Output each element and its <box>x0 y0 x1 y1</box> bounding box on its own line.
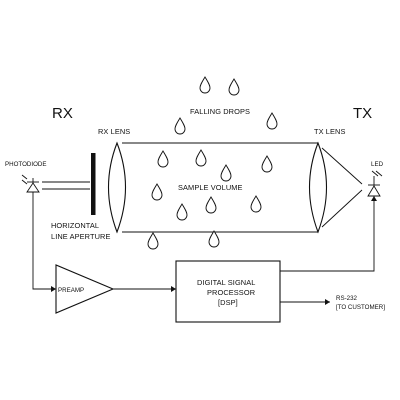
raindrop-icon <box>266 112 278 130</box>
output-label-line1: RS-232 <box>336 295 358 302</box>
raindrop-icon <box>151 183 163 201</box>
arrow-icon <box>371 196 377 201</box>
dsp-label-line3: [DSP] <box>218 298 238 307</box>
photodiode-to-preamp-wire <box>32 192 56 290</box>
falling-drops <box>147 76 278 250</box>
raindrop-icon <box>228 78 240 96</box>
tx-lens-label: TX LENS <box>314 127 346 136</box>
arrow-icon <box>51 286 56 292</box>
tx-cone-upper <box>321 147 363 185</box>
photodiode-label: PHOTODIODE <box>5 161 47 168</box>
tx-label: TX <box>353 105 372 122</box>
raindrop-icon <box>195 149 207 167</box>
arrow-icon <box>325 299 330 305</box>
sample-volume-label: SAMPLE VOLUME <box>178 183 243 192</box>
aperture-label-line2: LINE APERTURE <box>51 232 111 241</box>
aperture-label-line1: HORIZONTAL <box>51 221 99 230</box>
falling-drops-label: FALLING DROPS <box>190 107 250 116</box>
preamp-label: PREAMP <box>58 287 84 294</box>
led-symbol <box>367 170 383 197</box>
arrow-icon <box>171 286 176 292</box>
raindrop-icon <box>208 230 220 248</box>
tx-cone-lower <box>321 189 363 228</box>
rx-label: RX <box>52 105 73 122</box>
rx-lens <box>107 141 127 234</box>
raindrop-icon <box>199 76 211 94</box>
led-label: LED <box>371 161 384 168</box>
raindrop-icon <box>174 117 186 135</box>
raindrop-icon <box>250 195 262 213</box>
photodiode-symbol <box>21 174 40 193</box>
dsp-label-line1: DIGITAL SIGNAL <box>197 278 256 287</box>
raindrop-icon <box>157 150 169 168</box>
rx-lens-label: RX LENS <box>98 127 130 136</box>
raindrop-icon <box>220 164 232 182</box>
dsp-label-line2: PROCESSOR <box>207 288 255 297</box>
output-label-line2: [TO CUSTOMER] <box>336 304 385 311</box>
raindrop-icon <box>205 196 217 214</box>
dsp-block <box>175 260 281 323</box>
raindrop-icon <box>176 203 188 221</box>
raindrop-icon <box>261 155 273 173</box>
tx-lens <box>308 141 328 234</box>
raindrop-icon <box>147 232 159 250</box>
dsp-to-led-wire <box>280 196 375 272</box>
horizontal-line-aperture <box>91 153 96 215</box>
